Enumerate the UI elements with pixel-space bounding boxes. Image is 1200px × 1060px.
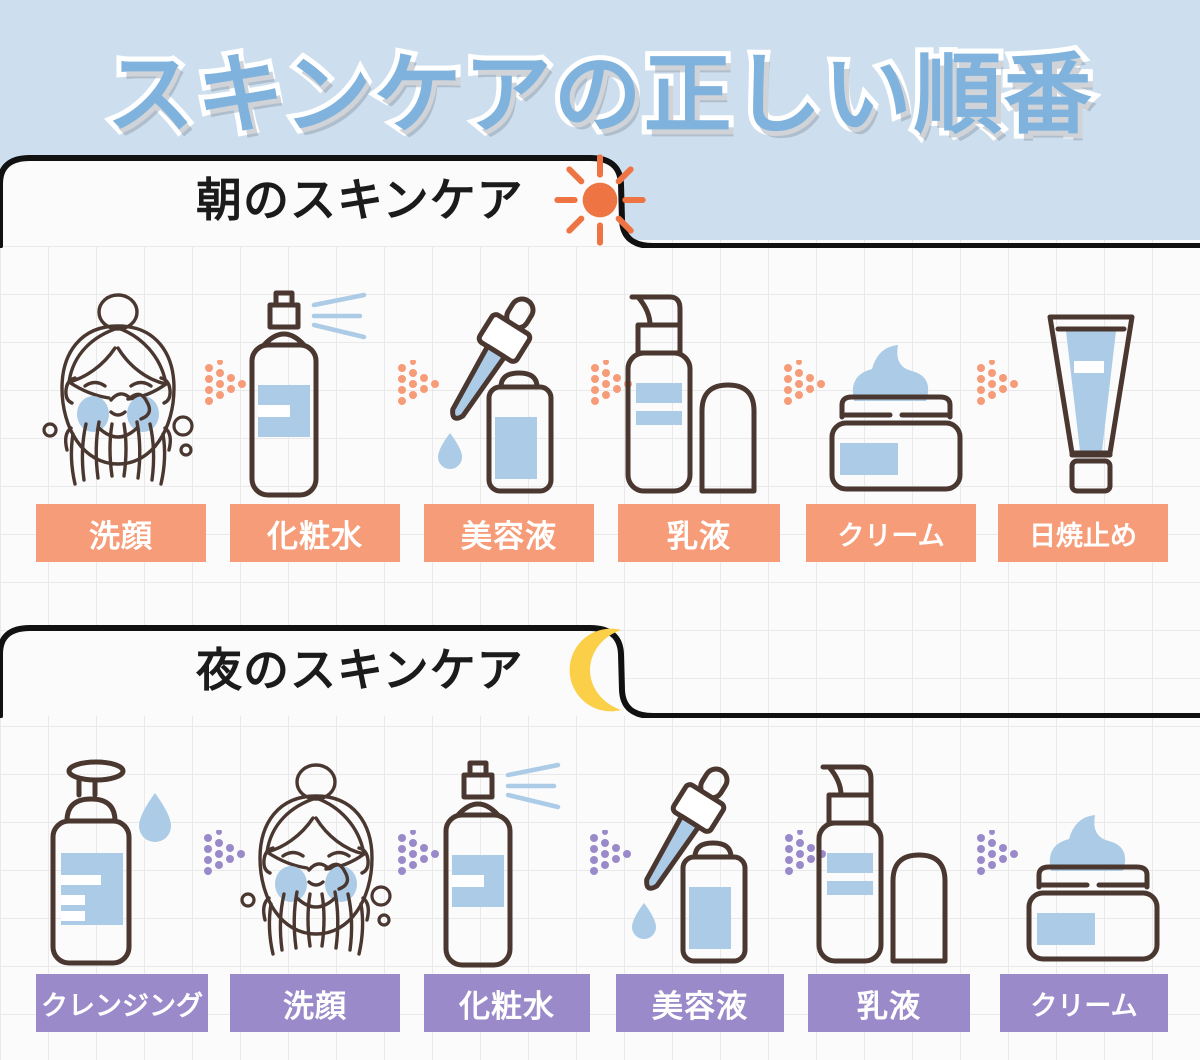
step-icon-face-washing-night — [228, 718, 404, 968]
step-icon-spray-bottle — [230, 248, 406, 498]
step-labels-night: クレンジング 洗顔 化粧水 美容液 乳液 クリーム — [0, 974, 1200, 1036]
arrow-night-2 — [398, 830, 439, 875]
step-label-morning-1: 洗顔 — [36, 504, 206, 562]
step-row-morning: 洗顔 化粧水 美容液 乳液 クリーム 日焼止め — [0, 248, 1200, 578]
grid-paper-background — [0, 150, 1200, 1060]
tab-shape-night — [0, 625, 1200, 718]
step-labels-morning: 洗顔 化粧水 美容液 乳液 クリーム 日焼止め — [0, 504, 1200, 566]
step-label-night-6: クリーム — [1000, 974, 1168, 1032]
step-label-morning-3: 美容液 — [424, 504, 594, 562]
step-label-morning-5: クリーム — [806, 504, 976, 562]
tab-label-night: 夜のスキンケア — [196, 643, 524, 697]
crescent-moon-icon — [569, 628, 622, 712]
arrow-night-3 — [590, 830, 631, 875]
step-label-night-3: 化粧水 — [424, 974, 590, 1032]
step-icons-night — [0, 718, 1200, 968]
step-icon-pump-bottle-night — [806, 718, 982, 968]
section-tab-morning[interactable]: 朝のスキンケア — [0, 152, 1200, 248]
step-label-morning-2: 化粧水 — [230, 504, 400, 562]
step-label-night-5: 乳液 — [808, 974, 970, 1032]
arrow-night-1 — [204, 830, 245, 875]
step-icon-face-washing — [30, 248, 206, 498]
arrow-morning-4 — [784, 360, 825, 405]
step-label-night-1: クレンジング — [36, 974, 208, 1032]
step-icon-cream-jar — [808, 248, 984, 498]
step-icons-morning — [0, 248, 1200, 498]
arrow-morning-2 — [398, 360, 439, 405]
step-icon-spray-bottle-night — [424, 718, 600, 968]
step-label-night-4: 美容液 — [616, 974, 784, 1032]
step-row-night: クレンジング 洗顔 化粧水 美容液 乳液 クリーム — [0, 718, 1200, 1048]
arrow-night-5 — [977, 830, 1018, 875]
arrow-morning-1 — [205, 360, 246, 405]
step-label-morning-4: 乳液 — [618, 504, 780, 562]
step-icon-dropper-serum — [422, 248, 598, 498]
step-label-night-2: 洗顔 — [230, 974, 400, 1032]
step-icon-cleansing-dispenser — [28, 718, 204, 968]
step-icon-cream-jar-night — [1005, 718, 1181, 968]
step-label-morning-6: 日焼止め — [998, 504, 1168, 562]
section-tab-night[interactable]: 夜のスキンケア — [0, 622, 1200, 718]
arrow-morning-5 — [977, 360, 1018, 405]
sun-icon — [554, 154, 646, 246]
step-icon-sunscreen-tube — [1003, 248, 1179, 498]
step-icon-dropper-serum-night — [616, 718, 792, 968]
tab-label-morning: 朝のスキンケア — [196, 173, 524, 227]
step-icon-pump-bottle — [615, 248, 791, 498]
page-title: スキンケアの正しい順番 — [101, 37, 1096, 151]
arrow-night-4 — [785, 830, 826, 875]
